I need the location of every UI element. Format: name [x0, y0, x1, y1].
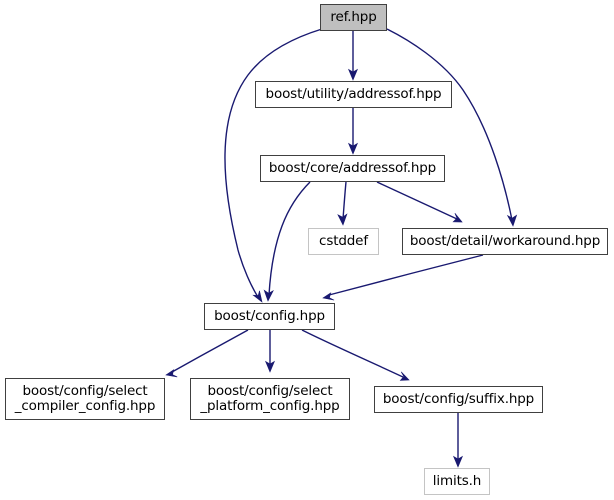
edge-line [386, 28, 513, 221]
node-label: boost/detail/workaround.hpp [409, 232, 601, 249]
node-label: ref.hpp [330, 8, 377, 25]
edge-line [171, 329, 249, 373]
node-ref[interactable]: ref.hpp [320, 4, 387, 31]
node-label: boost/utility/addressof.hpp [265, 85, 442, 102]
node-core_addressof[interactable]: boost/core/addressof.hpp [260, 155, 445, 182]
edge-ref-to-config [224, 28, 323, 303]
node-label: boost/config/select _compiler_config.hpp [14, 382, 156, 414]
edge-utility_addressof-to-core_addressof [347, 108, 359, 155]
edge-core_addressof-to-config [263, 181, 311, 302]
edge-line [301, 329, 404, 378]
arrowhead-icon [322, 292, 335, 301]
edge-line [328, 254, 484, 296]
arrowhead-icon [347, 68, 359, 81]
node-label: boost/config/select _platform_config.hpp [200, 382, 340, 414]
edge-line [376, 181, 458, 220]
arrowhead-icon [399, 371, 410, 381]
edge-config-to-select_compiler [165, 329, 249, 378]
edge-suffix-to-limits [452, 412, 464, 468]
arrowhead-icon [452, 213, 463, 223]
node-workaround[interactable]: boost/detail/workaround.hpp [402, 228, 608, 255]
node-label: boost/core/addressof.hpp [268, 159, 437, 176]
arrowhead-icon [263, 289, 274, 302]
arrowhead-icon [337, 213, 348, 226]
edge-workaround-to-config [322, 254, 484, 301]
node-limits[interactable]: limits.h [424, 468, 490, 495]
edge-line [342, 181, 347, 220]
edge-line [268, 181, 311, 296]
arrowhead-icon [452, 455, 464, 468]
arrowhead-icon [165, 369, 178, 378]
arrowhead-icon [264, 360, 276, 373]
node-label: boost/config.hpp [214, 307, 325, 324]
node-utility_addressof[interactable]: boost/utility/addressof.hpp [255, 81, 452, 108]
edge-ref-to-workaround [386, 28, 518, 227]
edge-core_addressof-to-workaround [376, 181, 463, 223]
arrowhead-icon [347, 142, 359, 155]
edge-core_addressof-to-cstddef [337, 181, 348, 226]
node-suffix[interactable]: boost/config/suffix.hpp [374, 386, 543, 413]
edge-config-to-select_platform [264, 330, 276, 373]
arrowhead-icon [506, 214, 518, 227]
node-select_platform[interactable]: boost/config/select _platform_config.hpp [190, 378, 350, 420]
node-label: cstddef [319, 232, 368, 249]
node-label: boost/config/suffix.hpp [382, 390, 535, 407]
node-label: limits.h [432, 472, 482, 489]
arrowhead-icon [252, 290, 263, 303]
edge-line [224, 28, 323, 298]
edge-config-to-suffix [301, 329, 410, 381]
node-select_compiler[interactable]: boost/config/select _compiler_config.hpp [5, 378, 165, 420]
node-config[interactable]: boost/config.hpp [204, 303, 335, 330]
node-cstddef[interactable]: cstddef [308, 228, 379, 255]
edge-ref-to-utility_addressof [347, 31, 359, 81]
